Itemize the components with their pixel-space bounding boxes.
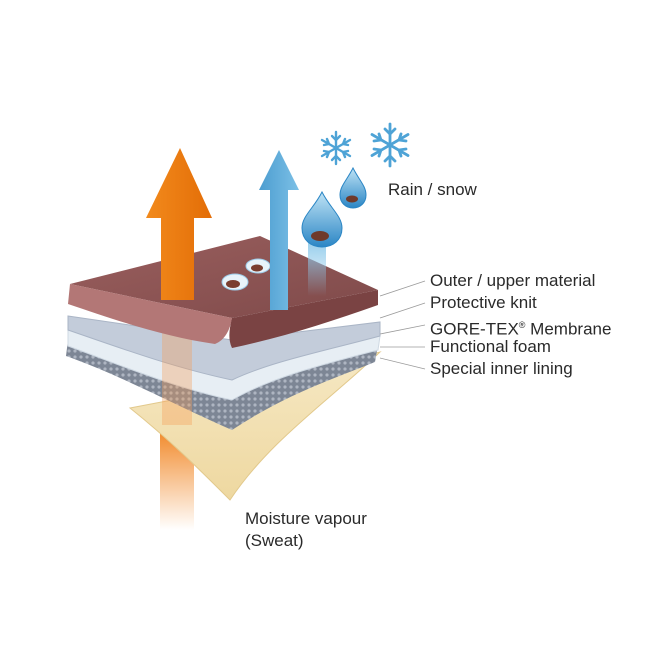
water-drop-icon	[339, 166, 367, 209]
protective-knit-layer	[67, 315, 381, 381]
inner-lining-layer	[128, 351, 382, 501]
moisture-label-line2: (Sweat)	[245, 531, 304, 550]
vapour-arrow-icon	[146, 148, 212, 300]
outer-material-top	[70, 236, 378, 318]
layer-label-lining: Special inner lining	[430, 359, 573, 378]
layer-label-outer: Outer / upper material	[430, 271, 596, 290]
snowflake-icon	[370, 122, 410, 168]
membrane-brand: GORE-TEX	[430, 319, 519, 339]
outer-material-front-left	[68, 284, 232, 344]
layer-label-membrane: GORE-TEX® Membrane	[430, 314, 611, 341]
moisture-label-line1: Moisture vapour	[245, 509, 367, 528]
water-drop-icon	[301, 190, 343, 248]
precipitation-label: Rain / snow	[388, 180, 477, 199]
leader-lines	[379, 280, 426, 370]
registered-mark: ®	[518, 320, 526, 330]
membrane-suffix: Membrane	[530, 319, 612, 339]
layer-label-foam: Functional foam	[430, 337, 551, 356]
layer-label-knit: Protective knit	[430, 293, 537, 312]
snowflake-icon	[320, 130, 352, 166]
outer-material-front-right	[229, 290, 378, 348]
blue-arrow-icon	[259, 150, 299, 310]
